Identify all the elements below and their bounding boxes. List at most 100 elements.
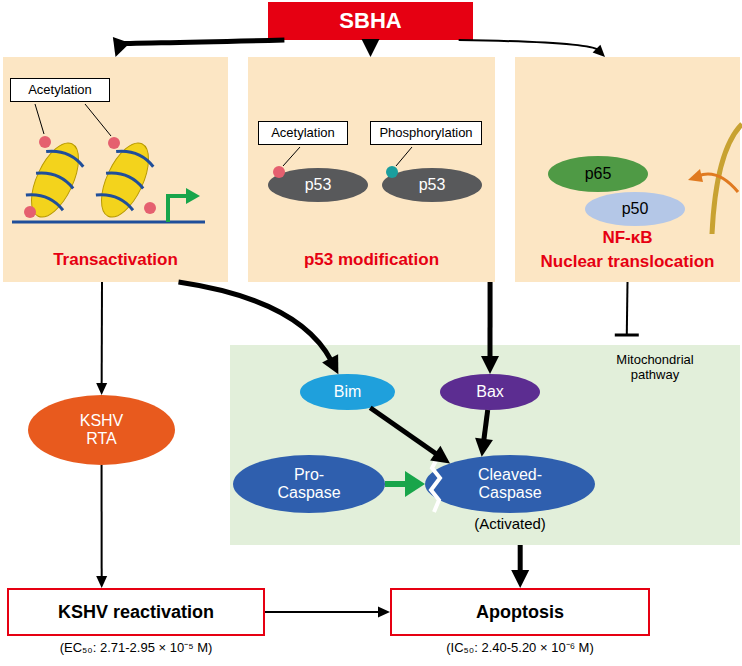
connector-line [385,481,409,487]
node-label: Pro-Caspase [274,466,344,503]
panel-label: NF-κB [515,228,740,248]
protein-ellipse: Bax [440,374,540,410]
arrow-connector [615,282,639,335]
panel-label: Transactivation [3,250,228,270]
text-slot: (EC₅₀: 2.71-2.95 × 10⁻⁵ M) [7,641,265,656]
transcription-arrowhead [186,188,200,204]
text-slot: Mitochondrial pathway [600,353,710,383]
text-slot: Transactivation [3,250,228,270]
arrow-connector [96,465,107,588]
node-label: p65 [585,165,612,183]
node-label: Bax [476,383,504,401]
inhibition-bar [615,334,639,337]
arrow-connector [113,37,285,57]
leader-line [85,104,111,136]
mechanism-panel: Transactivation Acetylation [3,57,228,282]
node-label: KSHV RTA [72,412,132,449]
panel-label: Mitochondrial pathway [600,353,710,383]
dna-wrap [96,146,155,212]
protein-ellipse: p65 [548,156,648,192]
arrowhead [430,446,450,464]
pathway-panel: Mitochondrial pathwayBim BaxPro-Caspase Cl… [230,345,740,545]
text-slot: (IC₅₀: 2.40-5.20 × 10⁻⁶ M) [390,641,650,656]
histone-core [92,136,158,224]
node-label: KSHV reactivation [58,602,214,623]
drug-box: SBHA [268,2,473,40]
connector-line [518,545,523,574]
arrowhead [481,356,499,374]
node-sublabel: (Activated) [425,515,595,532]
arrowhead [593,45,605,57]
protein-ellipse: Pro-Caspase [233,455,385,513]
phospho-mark [386,166,398,178]
histone-core [22,136,88,224]
text-slot: (Activated) [425,515,595,532]
leader-line [283,147,300,166]
arrow-connector [362,39,380,57]
acetyl-mark [24,206,36,218]
node-label: Phosphorylation [379,126,472,141]
arrow-connector [511,545,529,588]
arrow-connector [179,282,339,374]
value-label: (IC₅₀: 2.40-5.20 × 10⁻⁶ M) [390,641,650,656]
arrow-connector [475,410,493,457]
nucleosome [90,135,160,224]
arrow-connector [481,282,499,374]
modification-box: Phosphorylation [370,121,482,145]
node-label: p53 [305,176,332,194]
arrowhead [96,383,107,395]
connector-line [488,282,493,360]
node-label: p50 [622,200,649,218]
translocation-arrow [698,174,738,192]
leader-line [396,147,412,166]
panel-label: p53 modification [248,250,495,270]
arrow-connector [370,408,450,464]
outcome-box: Apoptosis [390,588,650,636]
arrowhead [322,354,338,374]
dna-wrap [26,146,85,212]
protein-ellipse: Cleaved-Caspase(Activated) [425,455,595,513]
connector-line [459,40,599,50]
arrow-connector [459,40,605,57]
connector-line [120,40,284,43]
value-label: (EC₅₀: 2.71-2.95 × 10⁻⁵ M) [7,641,265,656]
leader-line [35,104,44,134]
acetyl-mark [273,166,285,178]
modification-box: Acetylation [10,78,110,102]
transcription-arrow [168,196,188,222]
arrowhead [511,570,529,588]
protein-ellipse: KSHV RTA [28,395,175,465]
text-slot: NF-κB [515,228,740,248]
arrowhead [96,576,107,588]
mechanism-panel: p53 modification Acetylation Phosphorylati… [248,57,495,282]
connector-line [179,282,332,362]
arrowhead [475,438,493,457]
arrowhead [405,471,425,497]
connector-line [484,410,488,442]
chromatin-illustration [12,104,205,225]
connector-line [368,40,373,43]
connector-line [101,282,103,385]
protein-ellipse: p53 [268,168,368,202]
p53-marks [273,147,412,178]
panel-label: Nuclear translocation [515,252,740,272]
arrow-connector [385,471,425,497]
nucleus-illustration [688,124,742,234]
dna-strand [12,221,205,224]
arrow-connector [265,607,390,618]
node-label: SBHA [339,8,401,33]
connector-line [265,611,380,613]
nuclear-membrane [712,124,742,234]
node-label: Bim [334,383,362,401]
translocation-arrowhead [688,169,703,182]
protein-ellipse: Bim [300,374,395,410]
mechanism-panel: NF-κB Nuclear translocation p65 p50 [515,57,740,282]
outcome-box: KSHV reactivation [7,588,265,636]
node-label: Acetylation [28,83,92,98]
connector-line [370,408,438,455]
acetyl-mark [39,136,51,148]
node-label: Acetylation [271,126,335,141]
